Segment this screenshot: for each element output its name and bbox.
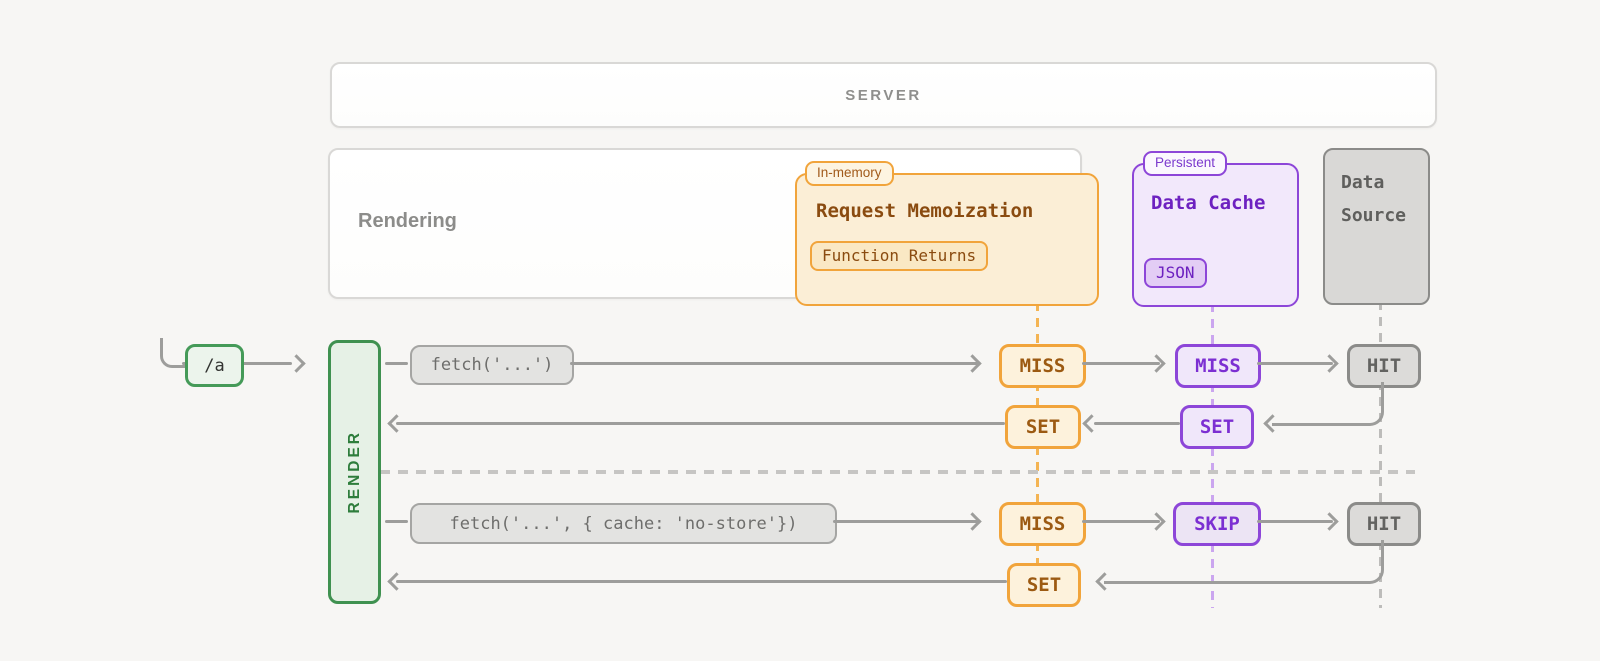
- route-entry-curve: [160, 338, 190, 368]
- row1-return-corner: [1272, 382, 1384, 426]
- row2-request-line: [833, 520, 978, 523]
- row1-cache-to-source-arrowhead-icon: [1320, 354, 1339, 373]
- row2-return-to-render-arrowhead-icon: [387, 572, 406, 591]
- persistent-tab: Persistent: [1143, 151, 1228, 176]
- memo-miss-badge-1: MISS: [999, 344, 1086, 388]
- memo-miss-label-1: MISS: [1019, 355, 1066, 377]
- row1-request-arrowhead-icon: [963, 354, 982, 373]
- request-divider: [380, 470, 1415, 474]
- data-cache-title: Data Cache: [1151, 192, 1266, 214]
- row1-return-line: [396, 422, 1005, 425]
- route-arrowhead-icon: [287, 354, 306, 373]
- data-source-box: Data Source: [1323, 148, 1430, 305]
- source-hit-badge-2: HIT: [1347, 502, 1421, 546]
- cache-miss-badge: MISS: [1175, 344, 1261, 388]
- source-hit-label-1: HIT: [1366, 355, 1402, 377]
- render-bar: RENDER: [328, 340, 381, 604]
- cache-set-badge: SET: [1180, 405, 1254, 449]
- data-source-label: Data Source: [1341, 172, 1407, 226]
- source-hit-label-2: HIT: [1366, 513, 1402, 535]
- request-memoization-title: Request Memoization: [816, 200, 1034, 222]
- request-memoization-box: In-memory Request Memoization Function R…: [795, 161, 1099, 306]
- function-returns-badge: Function Returns: [810, 241, 989, 271]
- row1-set-mid-arrowhead-icon: [1082, 414, 1101, 433]
- memo-set-badge-2: SET: [1007, 563, 1081, 607]
- row1-cache-to-source-line: [1257, 362, 1333, 365]
- source-lifeline: [1379, 301, 1382, 608]
- row1-connector-line: [385, 362, 408, 365]
- cache-skip-label: SKIP: [1194, 513, 1240, 535]
- route-badge: /a: [185, 344, 244, 387]
- row2-memo-to-cache-arrowhead-icon: [1147, 512, 1166, 531]
- row2-request-arrowhead-icon: [963, 512, 982, 531]
- memo-set-badge-1: SET: [1005, 405, 1081, 449]
- route-label: /a: [204, 355, 225, 376]
- server-label: SERVER: [845, 86, 922, 104]
- cache-miss-label: MISS: [1195, 355, 1241, 377]
- rendering-label: Rendering: [358, 210, 457, 232]
- row2-cache-to-source-arrowhead-icon: [1320, 512, 1339, 531]
- cache-skip-badge: SKIP: [1173, 502, 1261, 546]
- fetch-pill-1-label: fetch('...'): [430, 355, 554, 375]
- fetch-pill-1: fetch('...'): [410, 345, 574, 385]
- fetch-pill-2: fetch('...', { cache: 'no-store'}): [410, 503, 837, 544]
- source-hit-badge-1: HIT: [1347, 344, 1421, 388]
- memo-set-label-2: SET: [1026, 574, 1062, 596]
- memo-miss-badge-2: MISS: [999, 502, 1086, 546]
- server-box: SERVER: [330, 62, 1437, 128]
- render-label: RENDER: [345, 430, 363, 514]
- row2-memo-to-cache-line: [1082, 520, 1160, 523]
- row1-memo-to-cache-arrowhead-icon: [1147, 354, 1166, 373]
- row1-request-line: [570, 362, 978, 365]
- row2-connector-line: [385, 520, 408, 523]
- row1-set-line-mid: [1094, 422, 1180, 425]
- cache-lifeline: [1211, 303, 1214, 608]
- in-memory-tab: In-memory: [805, 161, 894, 186]
- row2-cache-to-source-line: [1257, 520, 1333, 523]
- row2-return-corner: [1104, 540, 1384, 584]
- fetch-pill-2-label: fetch('...', { cache: 'no-store'}): [449, 513, 798, 534]
- row1-memo-to-cache-line: [1082, 362, 1160, 365]
- memo-set-label-1: SET: [1025, 416, 1061, 438]
- cache-set-label: SET: [1199, 416, 1235, 438]
- data-cache-box: Persistent Data Cache JSON: [1132, 151, 1299, 307]
- row1-return-to-render-arrowhead-icon: [387, 414, 406, 433]
- json-badge: JSON: [1144, 258, 1207, 288]
- memo-miss-label-2: MISS: [1019, 513, 1066, 535]
- row2-return-line: [396, 580, 1007, 583]
